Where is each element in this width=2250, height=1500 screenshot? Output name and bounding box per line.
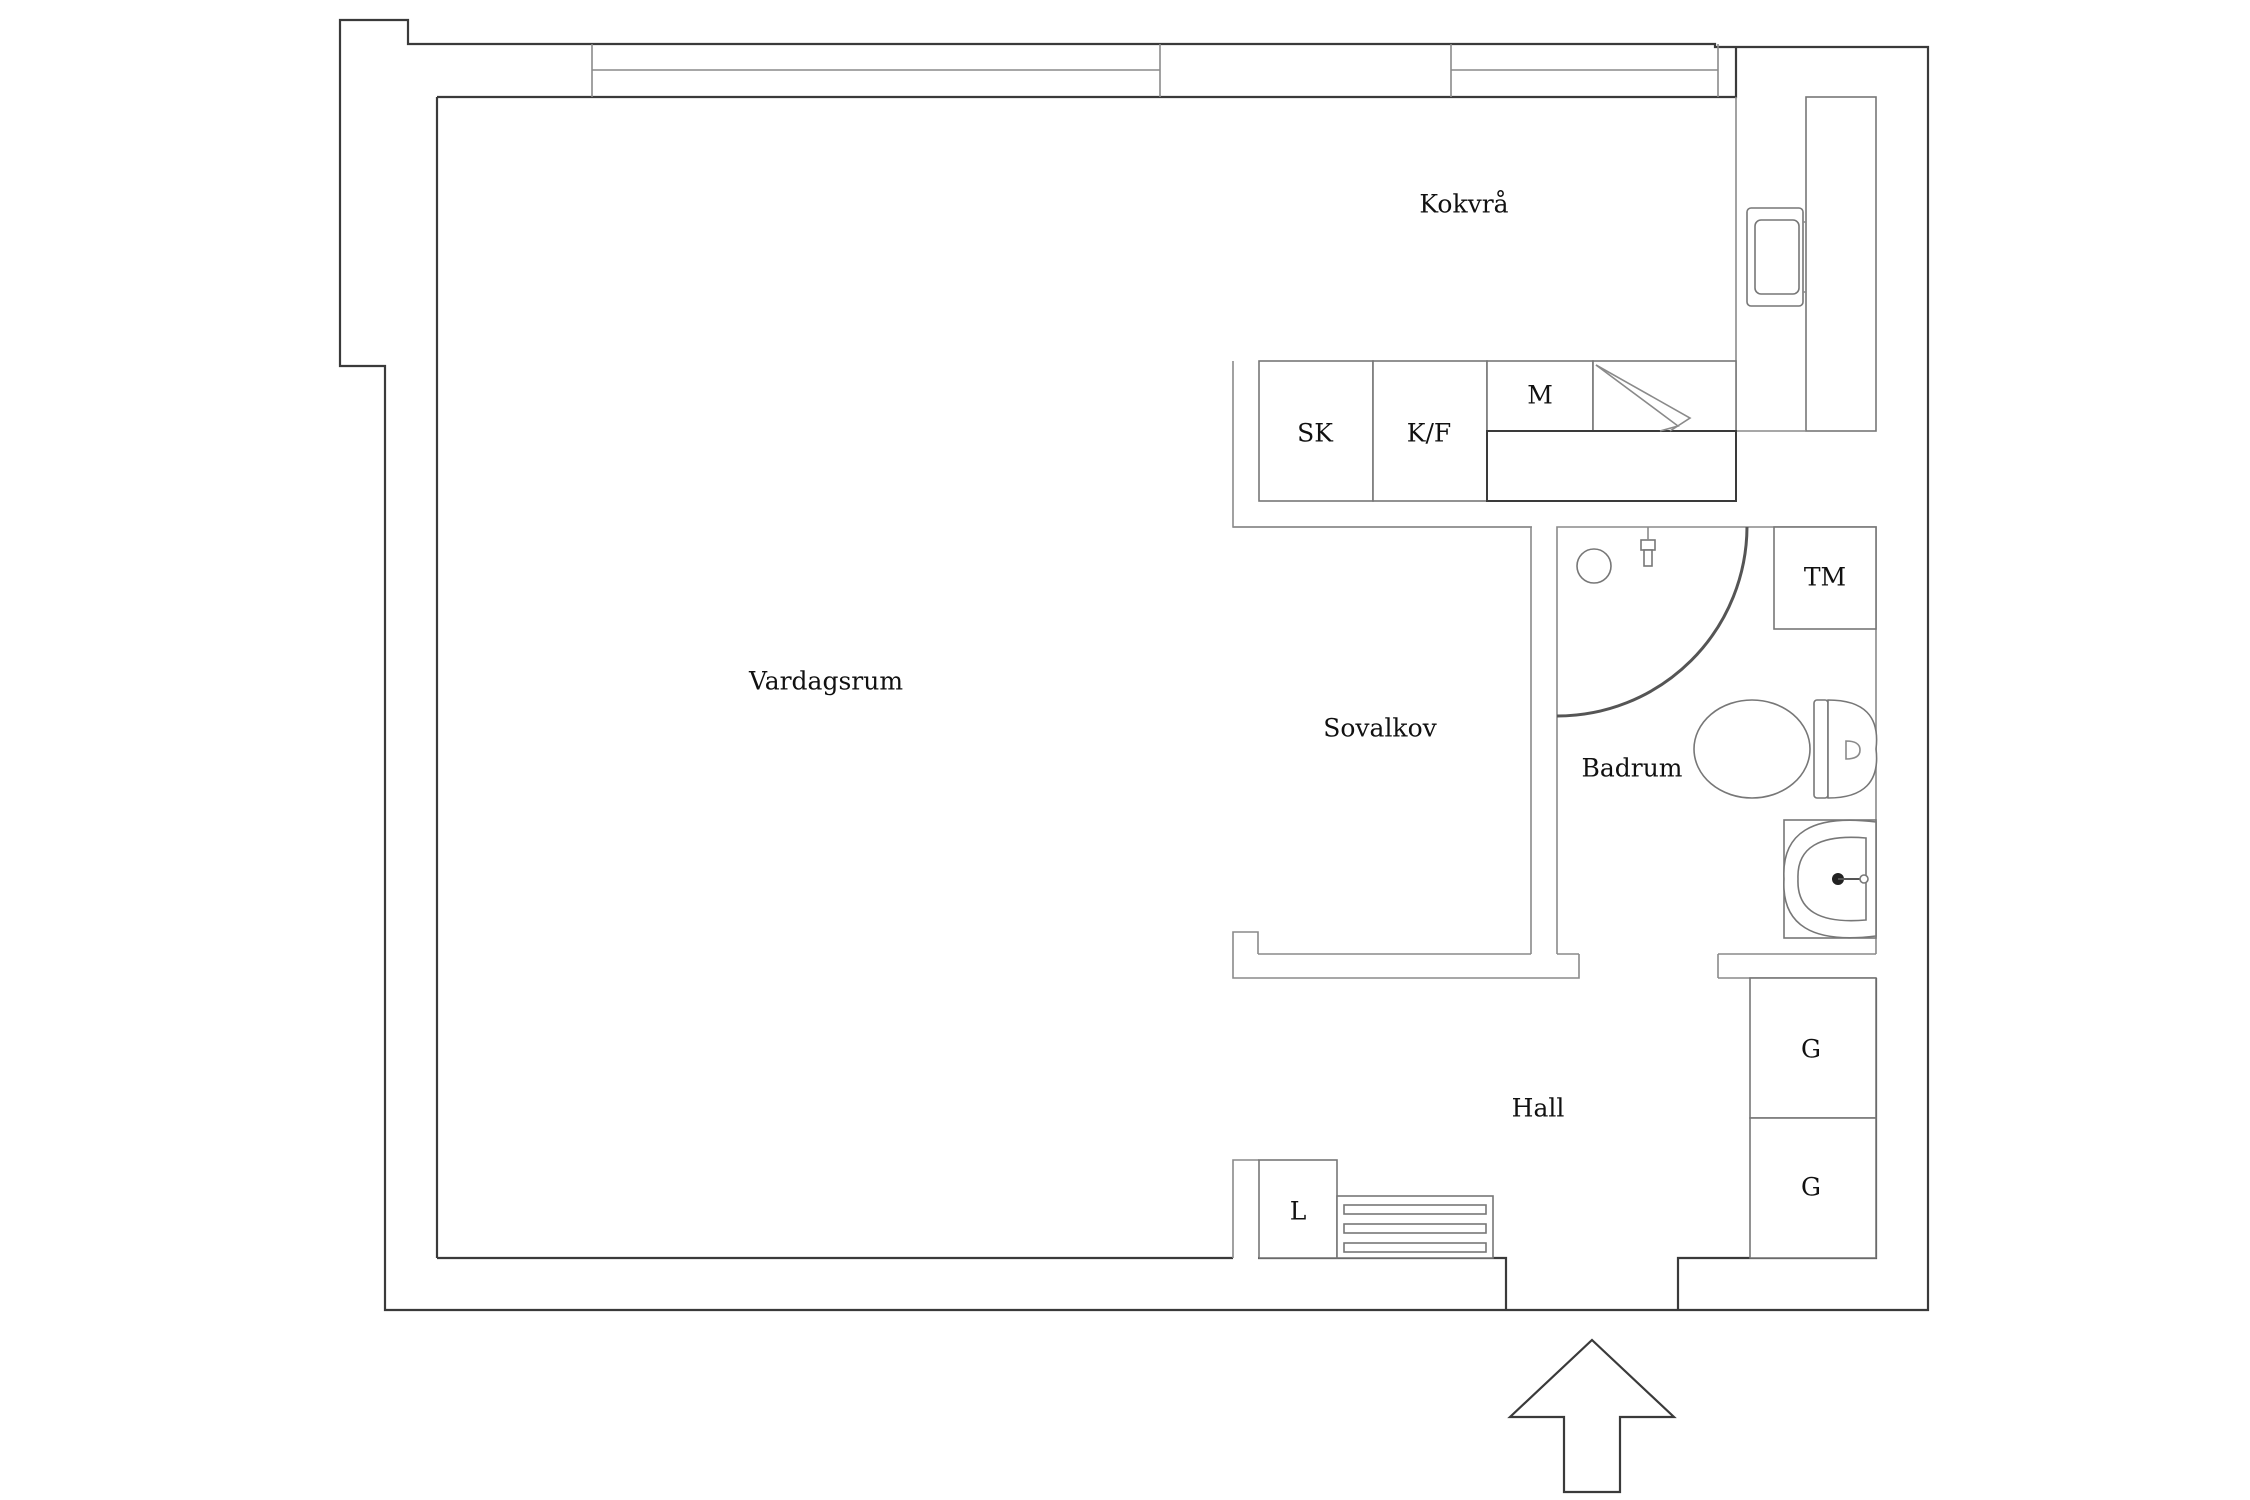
cabinet-kf [1372,360,1488,502]
outer-wall-outline [338,18,1930,1312]
kitchen-area [1232,96,1877,528]
linen-wall [1232,1159,1259,1258]
toilet-icon [1693,699,1878,799]
washbasin-icon [1783,819,1877,939]
fixture-label-m: M [1527,381,1553,410]
microwave-box [1486,360,1594,432]
bathroom-area [1556,526,1878,979]
windows [591,44,1719,97]
fixture-label-l: L [1290,1197,1307,1226]
linen-cabinet [1258,1159,1338,1259]
counter-lower [1486,430,1737,502]
entrance-jamb-left [1258,1256,1508,1310]
outer-walls [338,18,1930,1312]
wardrobe-bottom [1749,1117,1877,1259]
stove-icon [1595,364,1692,432]
alcove-wall-end [1232,931,1580,979]
arrow-up-icon [1507,1338,1677,1494]
alcove-walls [1232,526,1580,979]
room-label-alcove: Sovalkov [1323,714,1437,743]
cabinet-sk [1258,360,1374,502]
shower-icon [1556,526,1749,718]
kitchen-sink-icon [1746,207,1806,307]
stove-box [1592,360,1737,432]
fixture-label-kf: K/F [1407,419,1451,448]
inner-wall-outline [437,47,1738,99]
room-label-kitchen: Kokvrå [1419,190,1508,219]
shoe-rack [1336,1195,1494,1259]
washer-box [1773,526,1877,630]
alcove-wall-right [1233,526,1532,954]
hall-area [1232,977,1877,1259]
fixture-label-sk: SK [1297,419,1334,448]
fixture-label-g-bottom: G [1801,1173,1821,1202]
wardrobe-top [1749,977,1877,1119]
fixture-label-g-top: G [1801,1035,1821,1064]
room-label-bathroom: Badrum [1581,754,1682,783]
counter-right [1805,96,1877,432]
room-label-living: Vardagsrum [748,667,903,696]
fixture-label-tm: TM [1804,563,1846,592]
room-label-hall: Hall [1512,1094,1565,1123]
